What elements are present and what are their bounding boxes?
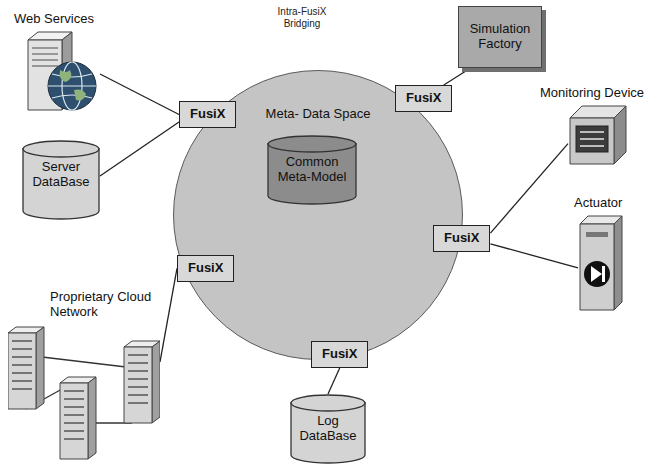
connector-line [328,368,340,394]
node-text: Server DataBase [26,160,96,190]
meta-data-space-circle: Meta- Data SpaceFusiXFusiXCommon Meta-Mo… [173,70,463,360]
connector-line [490,244,578,268]
connector-line [160,268,177,361]
region-label: Intra-FusiX Bridging [266,6,338,29]
connector-line [444,68,471,85]
connector-line [490,144,568,234]
node-text: FusiX [406,91,441,106]
simulation-factory-box: Simulation Factory [458,6,542,68]
fusix-box: FusiX [395,85,452,112]
fusix-box: FusiX [433,225,490,252]
node-text: Actuator [574,196,624,211]
node-text: Monitoring Device [540,86,628,101]
monitoring-device-node: Monitoring Device [568,86,628,166]
fusix-box: FusiX [311,341,368,368]
actuator-icon [578,214,624,312]
database-cylinder: Server DataBase [22,140,100,220]
node-text: FusiX [444,231,479,246]
connector-line [100,122,179,176]
web-services-node: Web Services [14,12,100,112]
database-cylinder: Log DataBase [290,394,366,464]
node-text: Common Meta-Model [271,155,353,185]
meta-model-cylinder: Common Meta-Model [267,135,357,205]
node-text: FusiX [322,347,357,362]
actuator-node: Actuator [578,196,624,312]
monitor-icon [568,104,628,166]
node-text: Proprietary Cloud Network [50,290,156,320]
cloud-network-node: Proprietary Cloud Network [8,290,160,461]
node-text: FusiX [188,261,223,276]
node-text: Log DataBase [294,414,362,444]
node-text: Simulation Factory [465,22,535,52]
node-text: Web Services [14,12,100,27]
cloud-icon [8,323,160,461]
fusix-box: FusiX [177,255,234,282]
node-text: FusiX [190,107,225,122]
connector-line [100,74,179,115]
fusix-box: FusiX [179,101,236,128]
web-icon [14,30,100,112]
